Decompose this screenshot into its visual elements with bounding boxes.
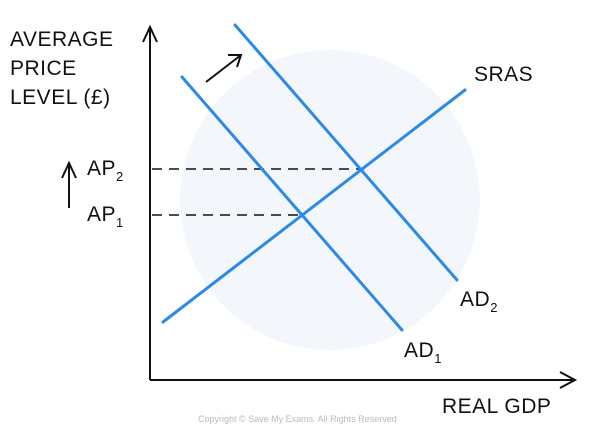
shift-arrow [205,54,242,83]
ap1-label-sub: 1 [116,215,124,230]
ad1-label: AD1 [404,338,442,366]
y-axis-label-line3: LEVEL (£) [10,86,111,109]
y-axis-label-line1: AVERAGE [10,28,114,51]
ap1-label: AP1 [87,202,124,230]
copyright-notice: Copyright © Save My Exams. All Rights Re… [198,414,397,424]
sras-curve [161,88,467,324]
ad1-curve [180,75,404,332]
ap2-label-main: AP [87,157,117,180]
y-axis-label-line2: PRICE [10,57,77,80]
ad1-label-sub: 1 [434,351,442,366]
sras-label: SRAS [474,63,534,86]
ad1-label-main: AD [404,339,435,362]
price-rise-arrow-head [61,160,77,179]
ap1-label-main: AP [87,203,117,226]
shift-arrow-head [228,54,243,68]
x-axis-label: REAL GDP [442,395,552,418]
watermark-logo [180,50,480,350]
ad2-label-sub: 2 [490,300,498,315]
ad2-label-main: AD [460,288,491,311]
ad2-label: AD2 [460,287,498,315]
x-axis-arrowhead [559,371,578,389]
ap2-label: AP2 [87,156,124,184]
ap2-label-sub: 2 [116,169,124,184]
ad2-curve [233,23,459,282]
y-axis-arrowhead [142,24,158,43]
